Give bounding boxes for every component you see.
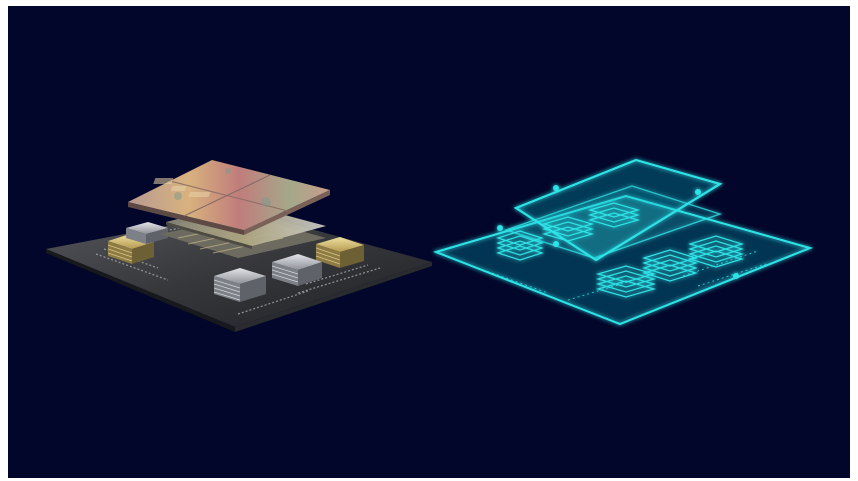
hbm-stack-gray-mid: [271, 254, 322, 286]
wireframe-chip-stack: [432, 158, 814, 326]
wireframe-memory-stack-6: [687, 235, 745, 268]
hbm-stack-gold-left: [107, 234, 154, 264]
physical-chip-stack: [46, 160, 432, 332]
illustration-canvas: [8, 6, 850, 478]
wireframe-memory-stack-3: [587, 202, 641, 228]
hbm-stack-gray-front: [213, 268, 266, 302]
wireframe-memory-stack-1: [496, 230, 544, 261]
wireframe-memory-stack-2: [541, 216, 595, 242]
chip-illustration: [46, 158, 814, 332]
wireframe-nodes: [497, 185, 739, 279]
wireframe-memory-stack-5: [641, 249, 699, 282]
wireframe-memory-stack-4: [595, 265, 657, 298]
wireframe-top-layer: [513, 158, 723, 262]
top-compute-die: [128, 160, 330, 235]
hbm-stack-gray-left: [126, 222, 168, 244]
